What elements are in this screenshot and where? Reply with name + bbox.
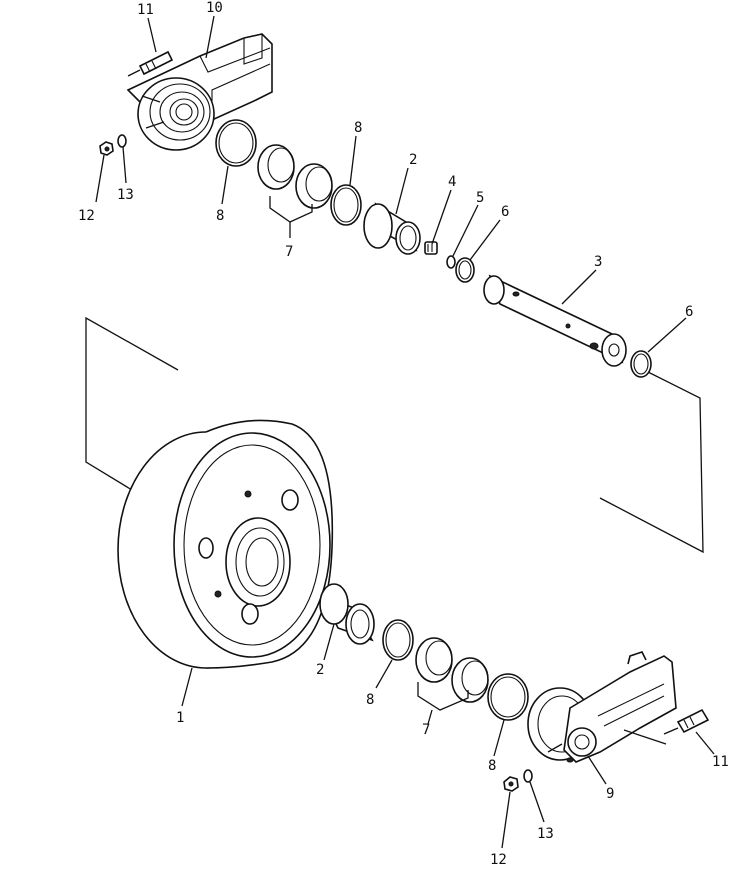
callout-12-upper: 12: [78, 208, 95, 224]
callout-4: 4: [448, 174, 456, 190]
callout-11-upper: 11: [137, 2, 154, 18]
o-ring-part-5: [446, 255, 456, 269]
callout-5: 5: [476, 190, 484, 206]
pin-lower-part-11: [663, 708, 710, 735]
washer-lower-part-13: [523, 769, 533, 783]
callout-labels: 1 2 2 3 4 5 6 6 7 7 8 8 8 8 9 10 11 11 1…: [78, 0, 729, 868]
callout-13-upper: 13: [117, 187, 134, 203]
o-ring-lower-right-part-8: [487, 673, 529, 721]
nut-lower-part-12: [503, 776, 519, 792]
pin-upper-part-11: [127, 50, 174, 77]
o-ring-lower-left-part-8: [382, 619, 414, 661]
o-ring-right-part-6: [630, 350, 652, 378]
callout-2-upper: 2: [409, 152, 417, 168]
callout-2-lower: 2: [316, 662, 324, 678]
callout-8-upper-right: 8: [354, 120, 362, 136]
assembly-outline: [85, 316, 704, 554]
o-ring-upper-left-part-8: [215, 119, 257, 167]
callout-6-upper: 6: [501, 204, 509, 220]
bushing-upper-part-2: [363, 202, 421, 255]
callout-13-lower: 13: [537, 826, 554, 842]
callout-9: 9: [606, 786, 614, 802]
callout-8-lower-right: 8: [488, 758, 496, 774]
bushing-lower-part-2: [319, 583, 375, 645]
callout-3: 3: [594, 254, 602, 270]
callout-6-right: 6: [685, 304, 693, 320]
idler-wheel-part-1: [117, 419, 334, 669]
callout-7-upper: 7: [285, 244, 293, 260]
plug-part-4: [424, 241, 438, 255]
callout-12-lower: 12: [490, 852, 507, 868]
callout-8-lower-left: 8: [366, 692, 374, 708]
callout-7-lower: 7: [422, 722, 430, 738]
nut-upper-part-12: [99, 141, 114, 156]
seal-upper-pair-part-7: [257, 144, 333, 209]
callout-1: 1: [176, 710, 184, 726]
callout-8-upper-left: 8: [216, 208, 224, 224]
o-ring-upper-part-6: [455, 257, 475, 283]
seal-lower-pair-part-7: [415, 637, 489, 703]
leader-lines: [95, 15, 715, 849]
callout-11-lower: 11: [712, 754, 729, 770]
bracket-lower-part-9: [527, 651, 677, 763]
bracket-upper-part-10: [126, 33, 273, 151]
shaft-part-3: [483, 274, 627, 367]
washer-upper-part-13: [117, 134, 127, 148]
o-ring-upper-right-part-8: [330, 184, 362, 226]
callout-10: 10: [206, 0, 223, 16]
